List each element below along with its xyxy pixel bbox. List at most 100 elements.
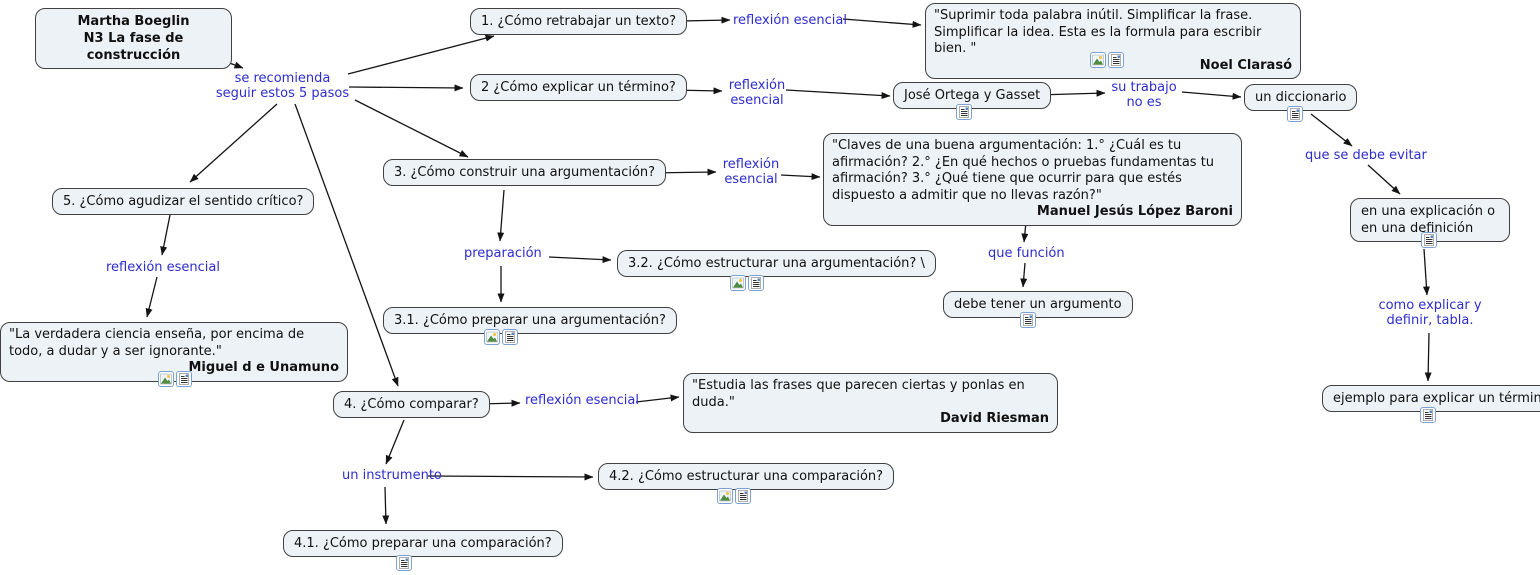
concept-quote-unamuno[interactable]: "La verdadera ciencia enseña, por encima… xyxy=(0,322,348,382)
document-resource-icon[interactable] xyxy=(176,371,192,387)
connector-line xyxy=(427,473,594,481)
image-resource-icon[interactable] xyxy=(1090,52,1106,68)
linking-phrase-su-trabajo[interactable]: su trabajo no es xyxy=(1111,80,1177,110)
concept-q5[interactable]: 5. ¿Cómo agudizar el sentido crítico? xyxy=(52,188,315,215)
document-resource-icon[interactable] xyxy=(1420,407,1436,423)
resource-icons xyxy=(158,371,192,387)
image-resource-icon[interactable] xyxy=(717,488,733,504)
connector-line xyxy=(160,214,171,256)
root-title-line1: Martha Boeglin xyxy=(77,14,190,29)
connector-line xyxy=(497,189,505,242)
document-resource-icon[interactable] xyxy=(735,488,751,504)
linking-phrase-preparacion[interactable]: preparación xyxy=(464,246,542,261)
resource-icons xyxy=(717,488,751,504)
image-resource-icon[interactable] xyxy=(484,329,500,345)
linking-phrase-como-explicar[interactable]: como explicar y definir, tabla. xyxy=(1378,298,1482,328)
connector-line xyxy=(635,394,680,403)
linking-phrase-reflexion-2[interactable]: reflexión esencial xyxy=(728,78,786,108)
resource-icons xyxy=(1421,232,1437,248)
concept-q32[interactable]: 3.2. ¿Cómo estructurar una argumentación… xyxy=(617,250,936,277)
concept-argumento[interactable]: debe tener un argumento xyxy=(943,291,1133,318)
image-resource-icon[interactable] xyxy=(730,275,746,291)
concept-jose-ortega[interactable]: José Ortega y Gasset xyxy=(893,82,1052,109)
quote-author: David Riesman xyxy=(940,411,1049,426)
resource-icons xyxy=(1420,407,1436,423)
resource-icons xyxy=(730,275,764,291)
connector-line xyxy=(348,84,464,92)
linking-phrase-reflexion-3[interactable]: reflexión esencial xyxy=(722,157,780,187)
connector-line xyxy=(145,276,158,318)
connector-line xyxy=(347,34,495,75)
resource-icons xyxy=(1090,52,1124,68)
concept-label: ejemplo para explicar un término xyxy=(1333,391,1540,406)
concept-q42[interactable]: 4.2. ¿Cómo estructurar una comparación? xyxy=(598,463,895,490)
quote-text: "Estudia las frases que parecen ciertas … xyxy=(692,378,1025,410)
concept-q1[interactable]: 1. ¿Cómo retrabajar un texto? xyxy=(470,8,688,35)
linking-phrase-reflexion-1[interactable]: reflexión esencial xyxy=(733,13,847,28)
connector-line xyxy=(1181,91,1242,100)
connector-line xyxy=(1020,262,1028,288)
concept-label: 5. ¿Cómo agudizar el sentido crítico? xyxy=(63,194,304,209)
quote-author: Manuel Jesús López Baroni xyxy=(1036,204,1233,219)
concept-label: 3. ¿Cómo construir una argumentación? xyxy=(394,165,656,180)
document-resource-icon[interactable] xyxy=(956,104,972,120)
concept-label: 1. ¿Cómo retrabajar un texto? xyxy=(481,14,677,29)
resource-icons xyxy=(1287,106,1303,122)
concept-q4[interactable]: 4. ¿Cómo comparar? xyxy=(333,391,490,418)
connector-line xyxy=(354,99,469,158)
concept-root[interactable]: Martha Boeglin N3 La fase de construcció… xyxy=(35,8,232,69)
resource-icons xyxy=(1020,312,1036,328)
linking-phrase-que-funcion[interactable]: que función xyxy=(988,246,1065,261)
resource-icons xyxy=(484,329,518,345)
connector-line xyxy=(385,419,405,465)
document-resource-icon[interactable] xyxy=(396,555,412,571)
concept-label: en una explicación o en una definición xyxy=(1361,204,1496,236)
concept-label: 4. ¿Cómo comparar? xyxy=(344,397,479,412)
connector-line xyxy=(842,18,922,28)
concept-label: 3.1. ¿Cómo preparar una argumentación? xyxy=(394,313,666,328)
connector-line xyxy=(548,256,612,264)
connector-line xyxy=(294,103,399,387)
concept-quote-riesman[interactable]: "Estudia las frases que parecen ciertas … xyxy=(683,373,1058,433)
concept-ejemplo[interactable]: ejemplo para explicar un término xyxy=(1322,385,1540,412)
root-title-line2: N3 La fase de construcción xyxy=(83,31,184,63)
concept-label: un diccionario xyxy=(1255,90,1347,105)
concept-quote-baroni[interactable]: "Claves de una buena argumentación: 1.° … xyxy=(823,133,1242,226)
concept-label: 4.1. ¿Cómo preparar una comparación? xyxy=(294,536,552,551)
linking-phrase-reflexion-5[interactable]: reflexión esencial xyxy=(106,260,220,275)
concept-q2[interactable]: 2 ¿Cómo explicar un término? xyxy=(470,74,687,101)
document-resource-icon[interactable] xyxy=(1020,312,1036,328)
concept-q3[interactable]: 3. ¿Cómo construir una argumentación? xyxy=(383,159,667,186)
connector-line xyxy=(1367,164,1401,195)
connector-line xyxy=(1422,248,1430,296)
document-resource-icon[interactable] xyxy=(1108,52,1124,68)
document-resource-icon[interactable] xyxy=(1287,106,1303,122)
linking-phrase-que-se-debe-evitar[interactable]: que se debe evitar xyxy=(1305,148,1427,163)
concept-label: 2 ¿Cómo explicar un término? xyxy=(481,80,676,95)
document-resource-icon[interactable] xyxy=(748,275,764,291)
concept-q41[interactable]: 4.1. ¿Cómo preparar una comparación? xyxy=(283,530,563,557)
image-resource-icon[interactable] xyxy=(158,371,174,387)
concept-q31[interactable]: 3.1. ¿Cómo preparar una argumentación? xyxy=(383,307,677,334)
linking-phrase-reflexion-4[interactable]: reflexión esencial xyxy=(525,393,639,408)
quote-text: "La verdadera ciencia enseña, por encima… xyxy=(9,327,305,359)
document-resource-icon[interactable] xyxy=(502,329,518,345)
connector-line xyxy=(382,486,390,525)
resource-icons xyxy=(956,104,972,120)
concept-label: José Ortega y Gasset xyxy=(904,88,1041,103)
concept-label: 4.2. ¿Cómo estructurar una comparación? xyxy=(609,469,884,484)
quote-text: "Claves de una buena argumentación: 1.° … xyxy=(832,138,1215,203)
concept-diccionario[interactable]: un diccionario xyxy=(1244,84,1358,111)
connector-line xyxy=(785,89,891,100)
linking-phrase-se-recomienda[interactable]: se recomienda seguir estos 5 pasos xyxy=(215,71,350,101)
resource-icons xyxy=(396,555,412,571)
connector-line xyxy=(189,103,278,183)
document-resource-icon[interactable] xyxy=(1421,232,1437,248)
quote-author: Noel Clarasó xyxy=(1199,57,1292,73)
linking-phrase-un-instrumento[interactable]: un instrumento xyxy=(342,468,442,483)
concept-label: 3.2. ¿Cómo estructurar una argumentación… xyxy=(628,256,925,271)
quote-author: Miguel d e Unamuno xyxy=(188,360,340,375)
concept-label: debe tener un argumento xyxy=(954,297,1122,312)
